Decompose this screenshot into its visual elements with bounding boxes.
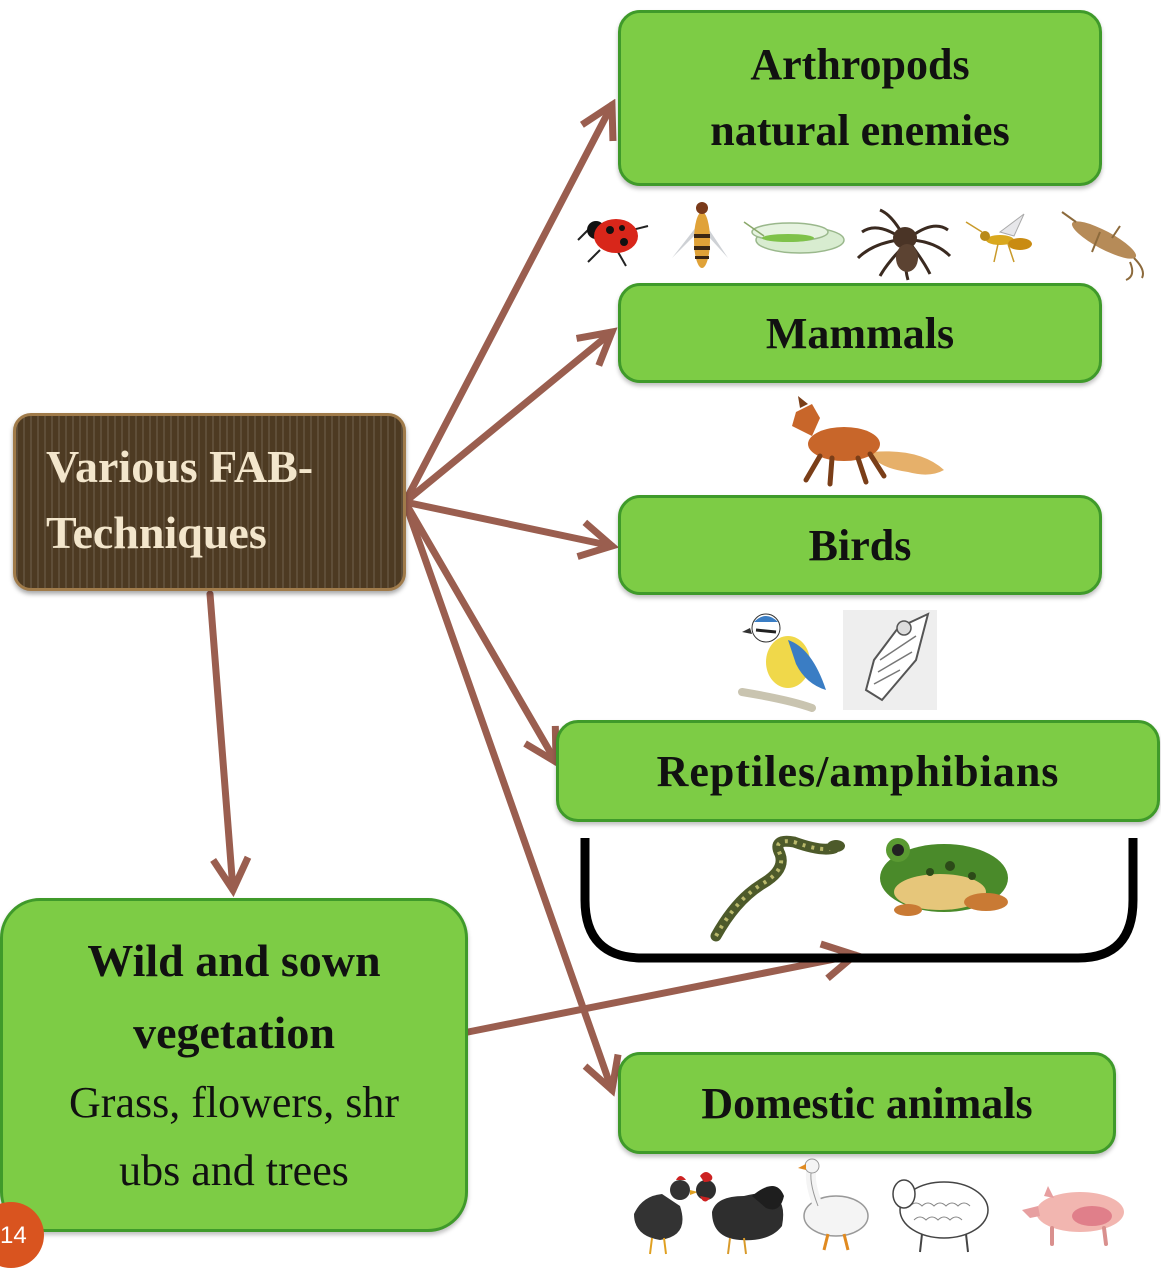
pig-icon (1022, 1186, 1124, 1244)
spider-icon (858, 210, 950, 280)
goose-icon (798, 1159, 868, 1250)
rooster-icon (696, 1172, 784, 1254)
snake-icon (716, 840, 845, 936)
fox-icon (792, 396, 944, 484)
slide-number: 14 (0, 1222, 27, 1250)
frog-icon (880, 838, 1008, 916)
sheep-icon (893, 1180, 988, 1252)
lacewing-icon (744, 222, 844, 253)
hoverfly-icon (672, 202, 728, 268)
parasitic-wasp-icon (966, 214, 1032, 262)
blue-tit-icon (742, 614, 826, 708)
hawk-icon (843, 610, 937, 710)
ladybird-icon (578, 219, 648, 266)
earwig-icon (1062, 212, 1143, 280)
hen-icon (634, 1176, 698, 1254)
